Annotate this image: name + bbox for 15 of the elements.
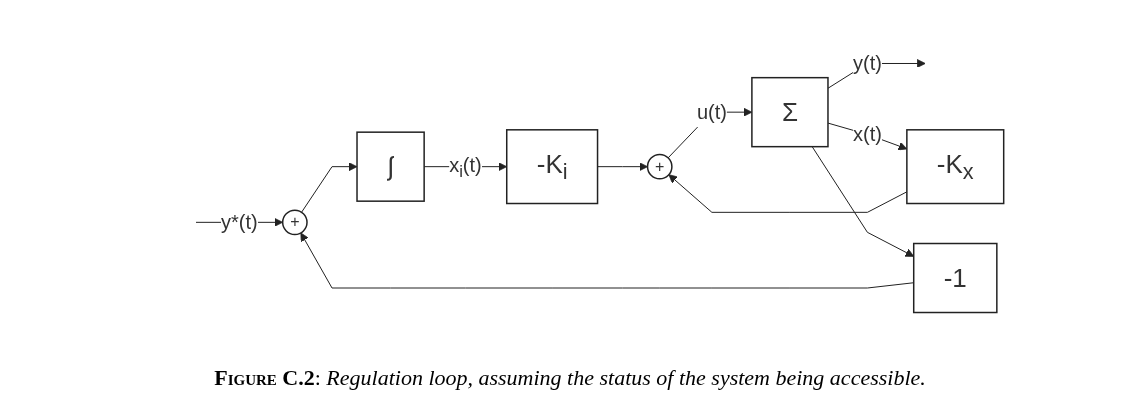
node-box: -K$_{x}$ [906,129,1005,205]
edge-label: u(t) [697,101,728,124]
node-circle: + [646,153,673,180]
edge-label: y*(t) [221,211,258,234]
figure-caption: Figure C.2: Regulation loop, assuming the status of the system being accessible. [214,364,926,392]
node-box: -1 [913,242,998,314]
arrow [301,162,358,213]
node-box: Σ [751,76,829,148]
node-box: -K$_{i}$ [506,129,599,205]
arrow [668,174,908,213]
node-circle: + [282,209,308,236]
edge-label: y(t) [853,52,883,75]
edge-label: x$_{i}$(t) [449,153,482,181]
edge-label: x(t) [853,123,883,146]
arrow [597,162,649,172]
